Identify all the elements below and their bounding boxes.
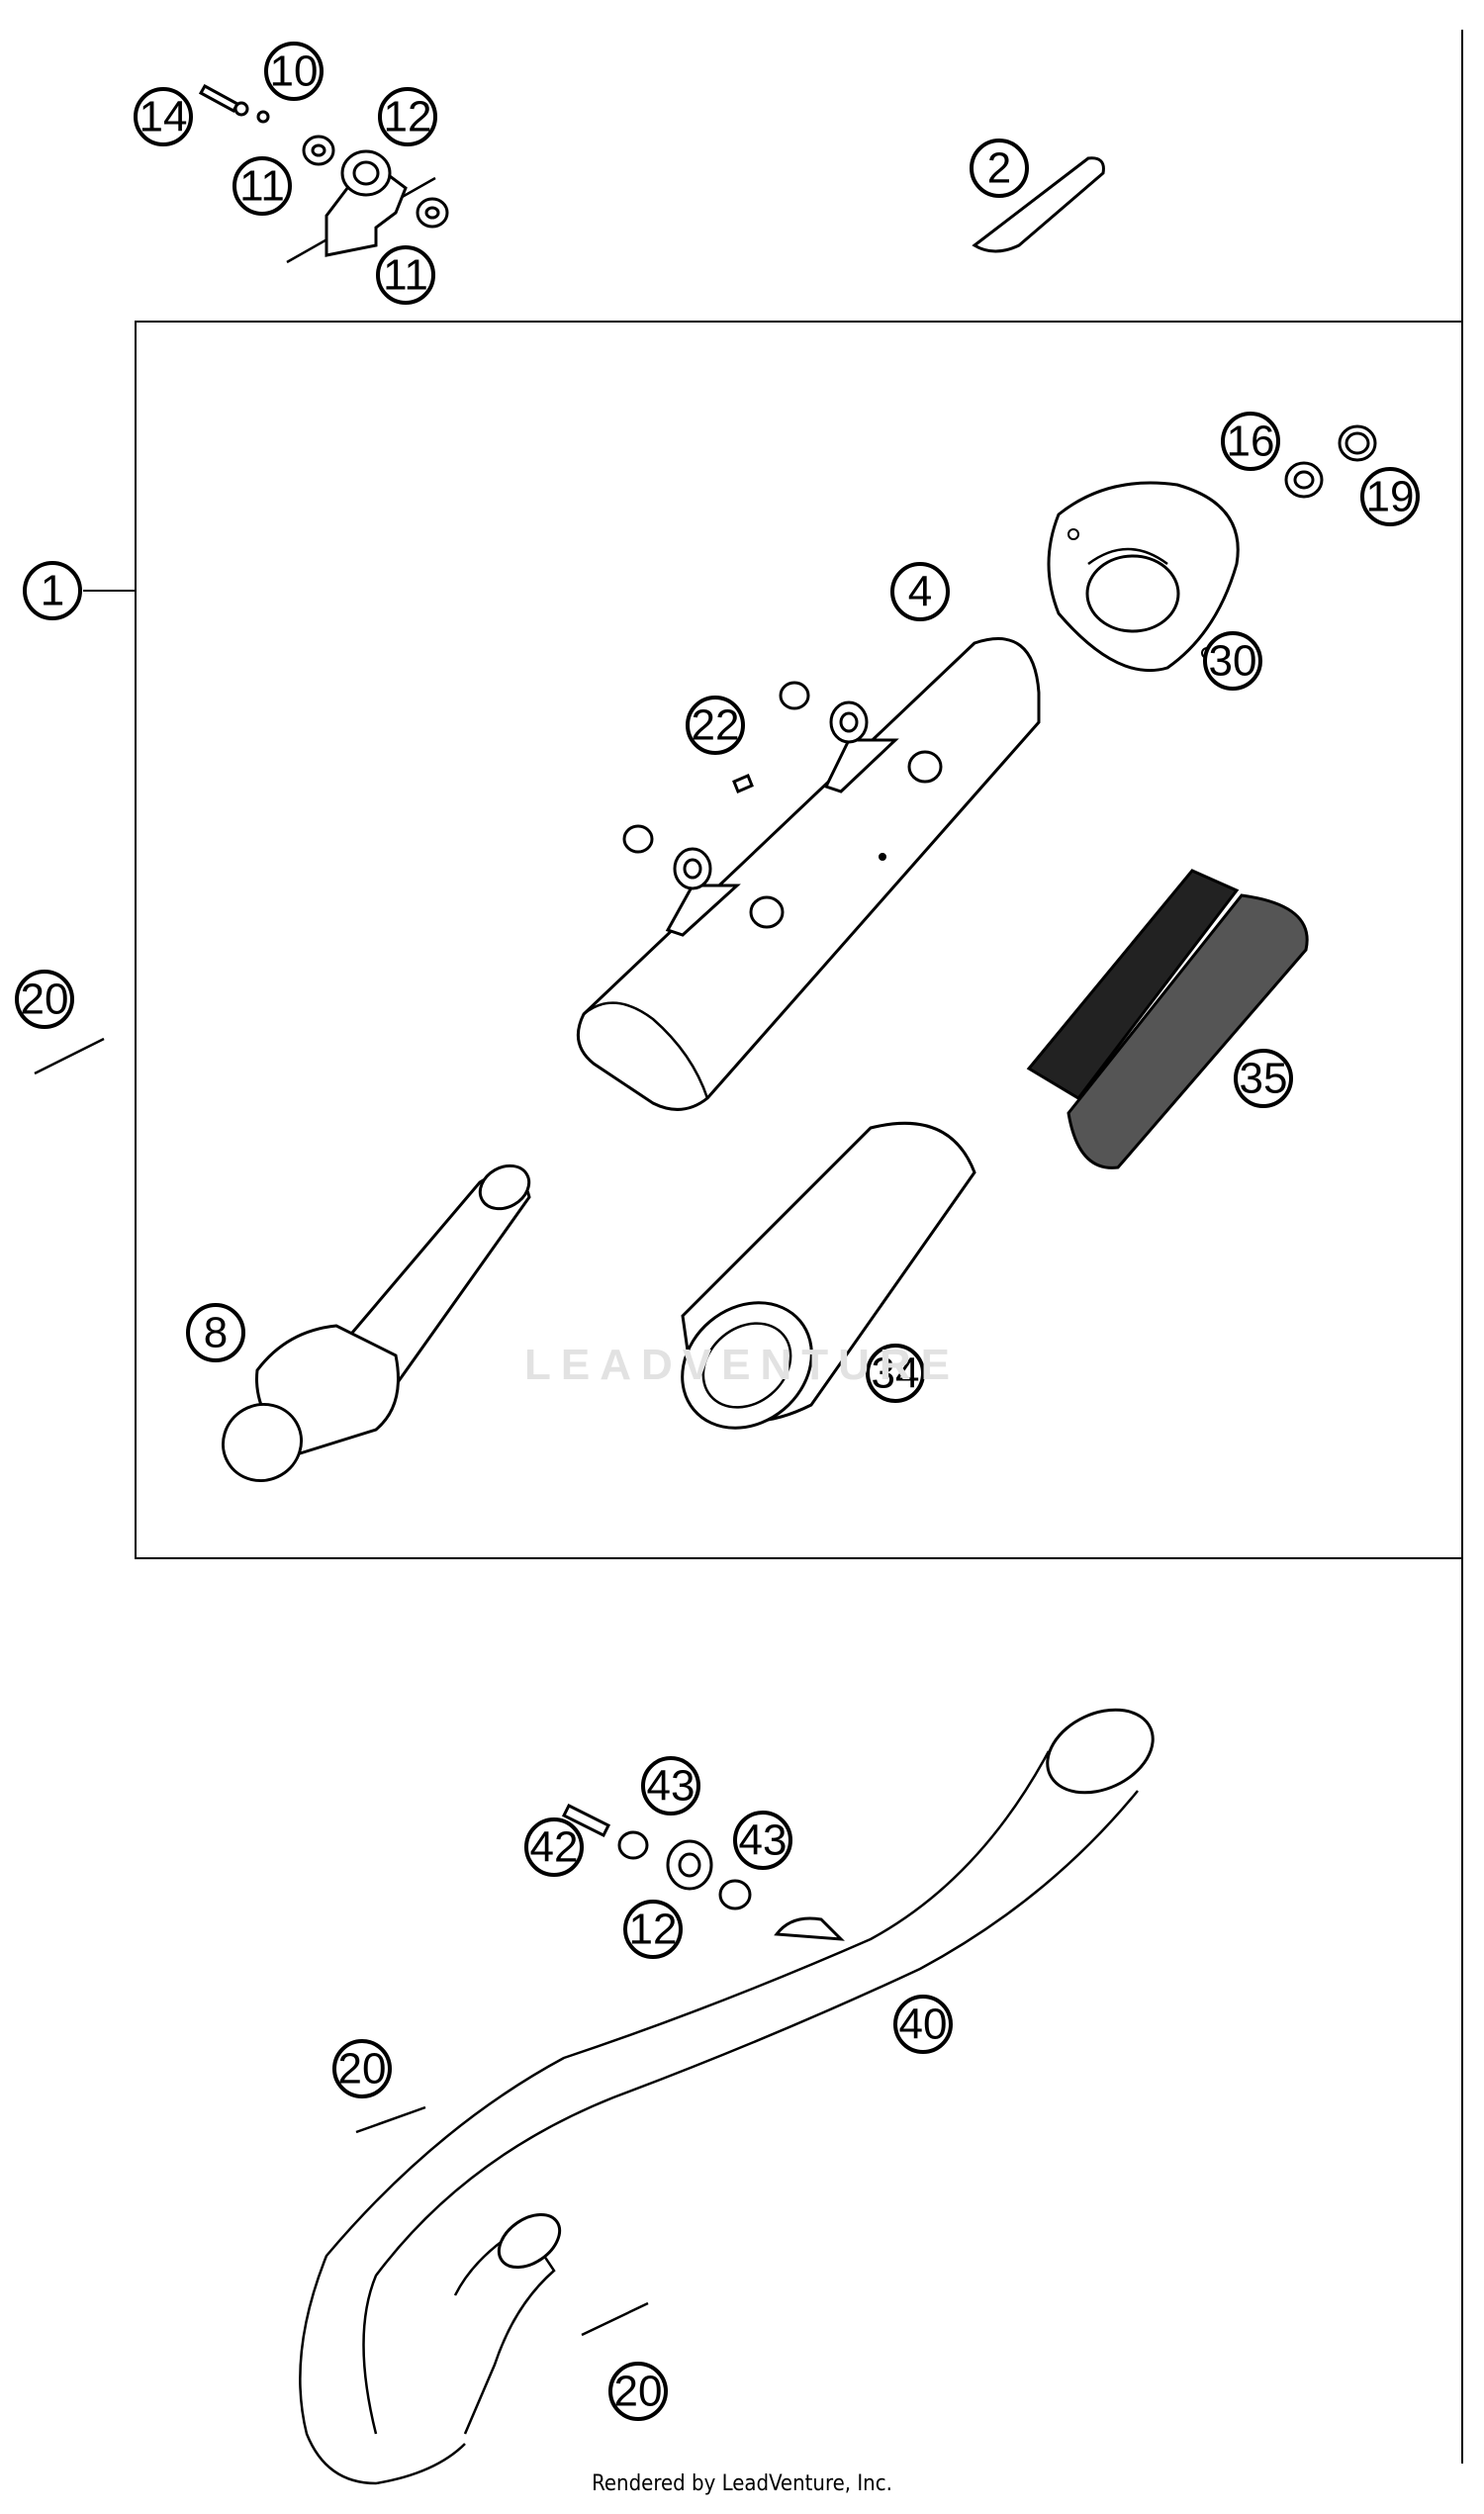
callout-16: 16 <box>1221 412 1280 471</box>
part-34-insert <box>681 1121 976 1430</box>
svg-text:11: 11 <box>383 251 428 300</box>
parts-16-19-rings <box>1284 424 1377 499</box>
svg-text:8: 8 <box>204 1309 228 1357</box>
lower-mount-hardware <box>561 1803 752 1910</box>
callout-34: 34 <box>866 1344 925 1403</box>
callout-2: 2 <box>970 139 1029 198</box>
callout-12-bottom: 12 <box>623 1900 683 1959</box>
bracket-assembly-top <box>198 83 449 264</box>
callout-11a: 11 <box>232 156 292 216</box>
svg-text:4: 4 <box>908 568 932 616</box>
svg-text:19: 19 <box>1366 473 1415 521</box>
callout-22: 22 <box>686 696 745 755</box>
svg-text:42: 42 <box>530 1823 579 1872</box>
svg-text:12: 12 <box>629 1906 678 1954</box>
callout-19: 19 <box>1360 467 1420 526</box>
svg-text:20: 20 <box>21 976 69 1024</box>
part-8-midpipe <box>221 1164 531 1483</box>
callout-4: 4 <box>890 562 950 621</box>
callout-10: 10 <box>264 42 324 101</box>
svg-text:43: 43 <box>647 1762 696 1811</box>
svg-text:20: 20 <box>338 2045 387 2094</box>
callout-11b: 11 <box>376 245 435 305</box>
part-2-gasket <box>972 156 1105 253</box>
callout-12-top: 12 <box>378 87 437 146</box>
svg-text:2: 2 <box>987 144 1011 193</box>
svg-text:30: 30 <box>1209 637 1257 686</box>
svg-text:11: 11 <box>239 162 285 211</box>
svg-text:40: 40 <box>899 2001 948 2049</box>
callout-14: 14 <box>134 87 193 146</box>
callout-20-mid: 20 <box>332 2039 392 2098</box>
svg-text:12: 12 <box>384 93 432 141</box>
part-4-silencer <box>576 637 1041 1111</box>
svg-text:20: 20 <box>614 2368 663 2416</box>
part-40-header-pipe <box>299 1708 1155 2485</box>
footer-credit: Rendered by LeadVenture, Inc. <box>592 2471 892 2496</box>
callout-20-left: 20 <box>15 970 74 1029</box>
callout-35: 35 <box>1234 1049 1293 1108</box>
callout-1: 1 <box>23 561 82 620</box>
svg-text:14: 14 <box>139 93 188 141</box>
callout-30: 30 <box>1203 631 1262 691</box>
part-20-springs <box>34 1037 649 2337</box>
svg-text:16: 16 <box>1227 418 1275 466</box>
svg-text:34: 34 <box>872 1350 920 1398</box>
callout-43-top: 43 <box>641 1756 700 1816</box>
watermark: LEADVENTURE <box>523 1341 961 1389</box>
callout-40: 40 <box>893 1995 953 2054</box>
svg-text:43: 43 <box>739 1816 788 1865</box>
callout-8: 8 <box>186 1303 245 1362</box>
callout-43-right: 43 <box>733 1811 792 1870</box>
svg-text:10: 10 <box>270 47 319 96</box>
svg-text:35: 35 <box>1240 1055 1288 1103</box>
kit-frame <box>135 321 1463 1559</box>
part-35-packing-mat <box>1026 869 1309 1169</box>
callout-42: 42 <box>524 1817 584 1877</box>
callout-20-bottom: 20 <box>608 2362 668 2421</box>
svg-text:1: 1 <box>41 567 64 615</box>
part-30-end-cap <box>1047 481 1240 673</box>
svg-text:22: 22 <box>692 701 740 750</box>
